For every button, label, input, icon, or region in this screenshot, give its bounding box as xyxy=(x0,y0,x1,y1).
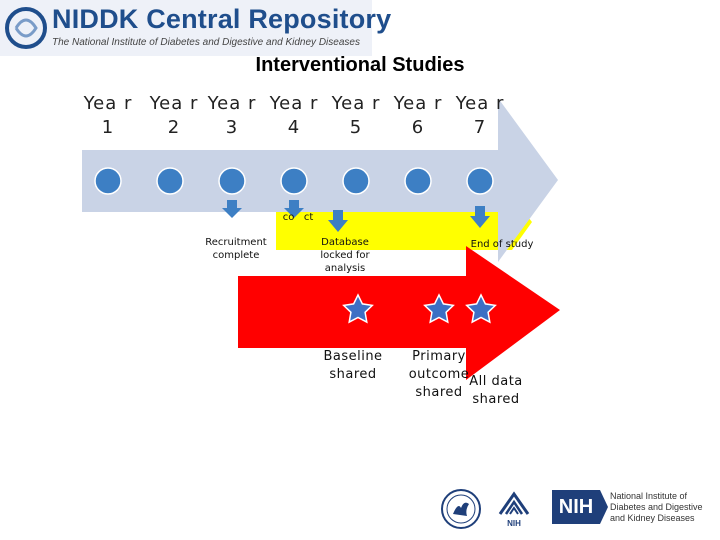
all-data-shared-label: All data shared xyxy=(469,374,523,407)
page-title: Interventional Studies xyxy=(255,54,465,76)
star-icon xyxy=(465,293,497,324)
star-icon xyxy=(423,293,455,324)
year-label: Yea r 4 xyxy=(269,93,319,138)
timeline-circle xyxy=(94,167,122,195)
hhs-seal-icon xyxy=(441,489,481,529)
nih-logo-chevron xyxy=(600,490,608,524)
logo-title: NIDDK Central Repository xyxy=(52,4,392,34)
year-label: Yea r 3 xyxy=(207,93,257,138)
primary-outcome-label: Primary outcome shared xyxy=(408,349,470,400)
timeline-arrow xyxy=(82,98,558,262)
timeline-circle xyxy=(404,167,432,195)
down-arrow-icon xyxy=(284,200,304,218)
year-label: Yea r 5 xyxy=(331,93,381,138)
star-icon xyxy=(342,293,374,324)
timeline-circle xyxy=(280,167,308,195)
red-arrow xyxy=(238,246,560,380)
year-label: Yea r 6 xyxy=(393,93,443,138)
nih-institute-name: National Institute of Diabetes and Diges… xyxy=(610,491,703,523)
nih-logo-box: NIH xyxy=(552,490,600,524)
end-of-study-note: End of study xyxy=(470,239,534,250)
timeline-circle xyxy=(156,167,184,195)
timeline-circle xyxy=(466,167,494,195)
down-arrow-icon xyxy=(328,210,348,232)
year-label: Yea r 2 xyxy=(149,93,199,138)
recruitment-note: Recruitment complete xyxy=(205,237,267,261)
year-label: Yea r 7 xyxy=(455,93,505,138)
baseline-shared-label: Baseline shared xyxy=(323,349,383,382)
down-arrow-icon xyxy=(470,206,490,228)
nih-small-logo-icon: NIH xyxy=(498,491,530,528)
down-arrow-icon xyxy=(222,200,242,218)
database-locked-note: Database locked for analysis xyxy=(320,237,370,274)
year-label: Yea r 1 xyxy=(83,93,133,138)
nih-small-label: NIH xyxy=(507,519,521,528)
logo-subtitle: The National Institute of Diabetes and D… xyxy=(52,37,360,48)
timeline-circle xyxy=(342,167,370,195)
nih-logo-text: NIH xyxy=(558,496,594,518)
partial-note: co ct xyxy=(282,212,314,223)
timeline-circle xyxy=(218,167,246,195)
header-band xyxy=(0,0,372,56)
repository-logo-icon xyxy=(5,7,47,49)
